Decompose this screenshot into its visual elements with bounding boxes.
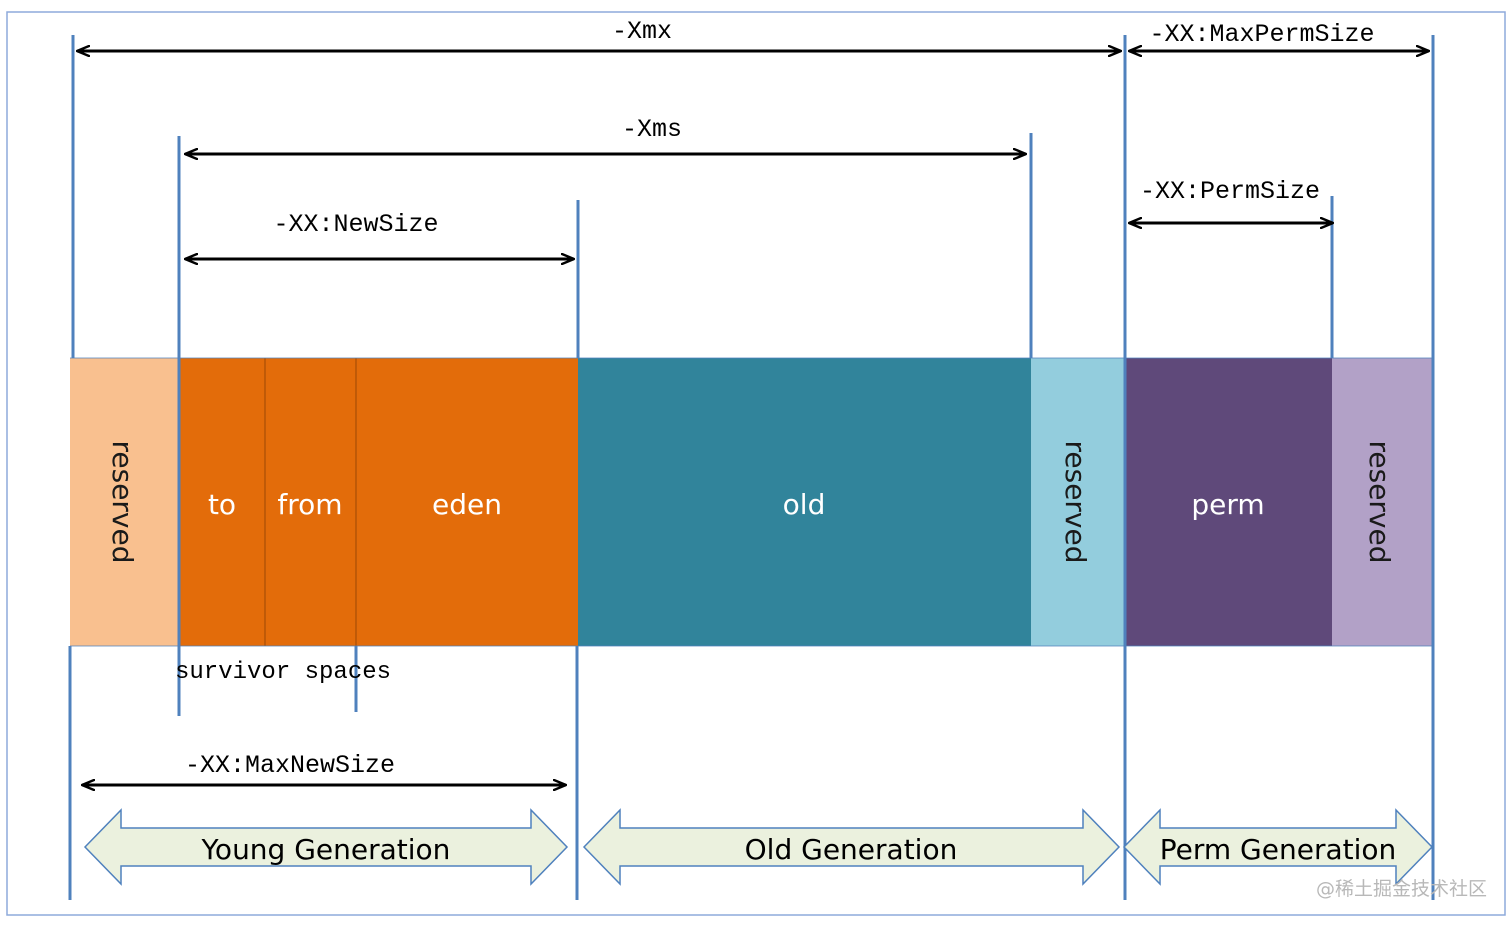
xmx-label: -Xmx xyxy=(612,17,672,46)
xms-label: -Xms xyxy=(622,115,682,144)
segment-reserved-young xyxy=(70,358,179,646)
old-generation-label: Old Generation xyxy=(745,833,958,866)
guide-lines xyxy=(68,35,1435,900)
perm-label: perm xyxy=(1191,488,1264,521)
from-label: from xyxy=(277,488,342,521)
max-new-size-label: -XX:MaxNewSize xyxy=(185,751,395,780)
parameter-arrows xyxy=(77,51,1429,785)
eden-label: eden xyxy=(432,488,502,521)
survivor-spaces-label: survivor spaces xyxy=(175,659,391,686)
segment-perm xyxy=(1125,358,1332,646)
to-label: to xyxy=(208,488,236,521)
reserved-young-label: reserved xyxy=(106,440,139,563)
max-perm-size-label: -XX:MaxPermSize xyxy=(1149,20,1374,49)
old-label: old xyxy=(783,488,826,521)
watermark: @稀土掘金技术社区 xyxy=(1316,878,1487,900)
young-generation-arrow xyxy=(83,808,569,886)
reserved-perm-label: reserved xyxy=(1363,440,1396,563)
segment-from xyxy=(265,358,356,646)
memory-bar xyxy=(70,357,1433,647)
segment-to xyxy=(179,358,265,646)
old-generation-arrow xyxy=(582,808,1121,886)
segment-reserved-perm xyxy=(1332,358,1433,646)
perm-generation-arrow xyxy=(1122,808,1434,886)
segment-reserved-old xyxy=(1031,358,1125,646)
segment-eden xyxy=(356,358,578,646)
perm-size-label: -XX:PermSize xyxy=(1140,177,1320,206)
reserved-old-label: reserved xyxy=(1059,440,1092,563)
new-size-label: -XX:NewSize xyxy=(273,210,438,239)
young-generation-label: Young Generation xyxy=(201,833,451,866)
segment-old xyxy=(578,358,1031,646)
perm-generation-label: Perm Generation xyxy=(1160,833,1397,866)
